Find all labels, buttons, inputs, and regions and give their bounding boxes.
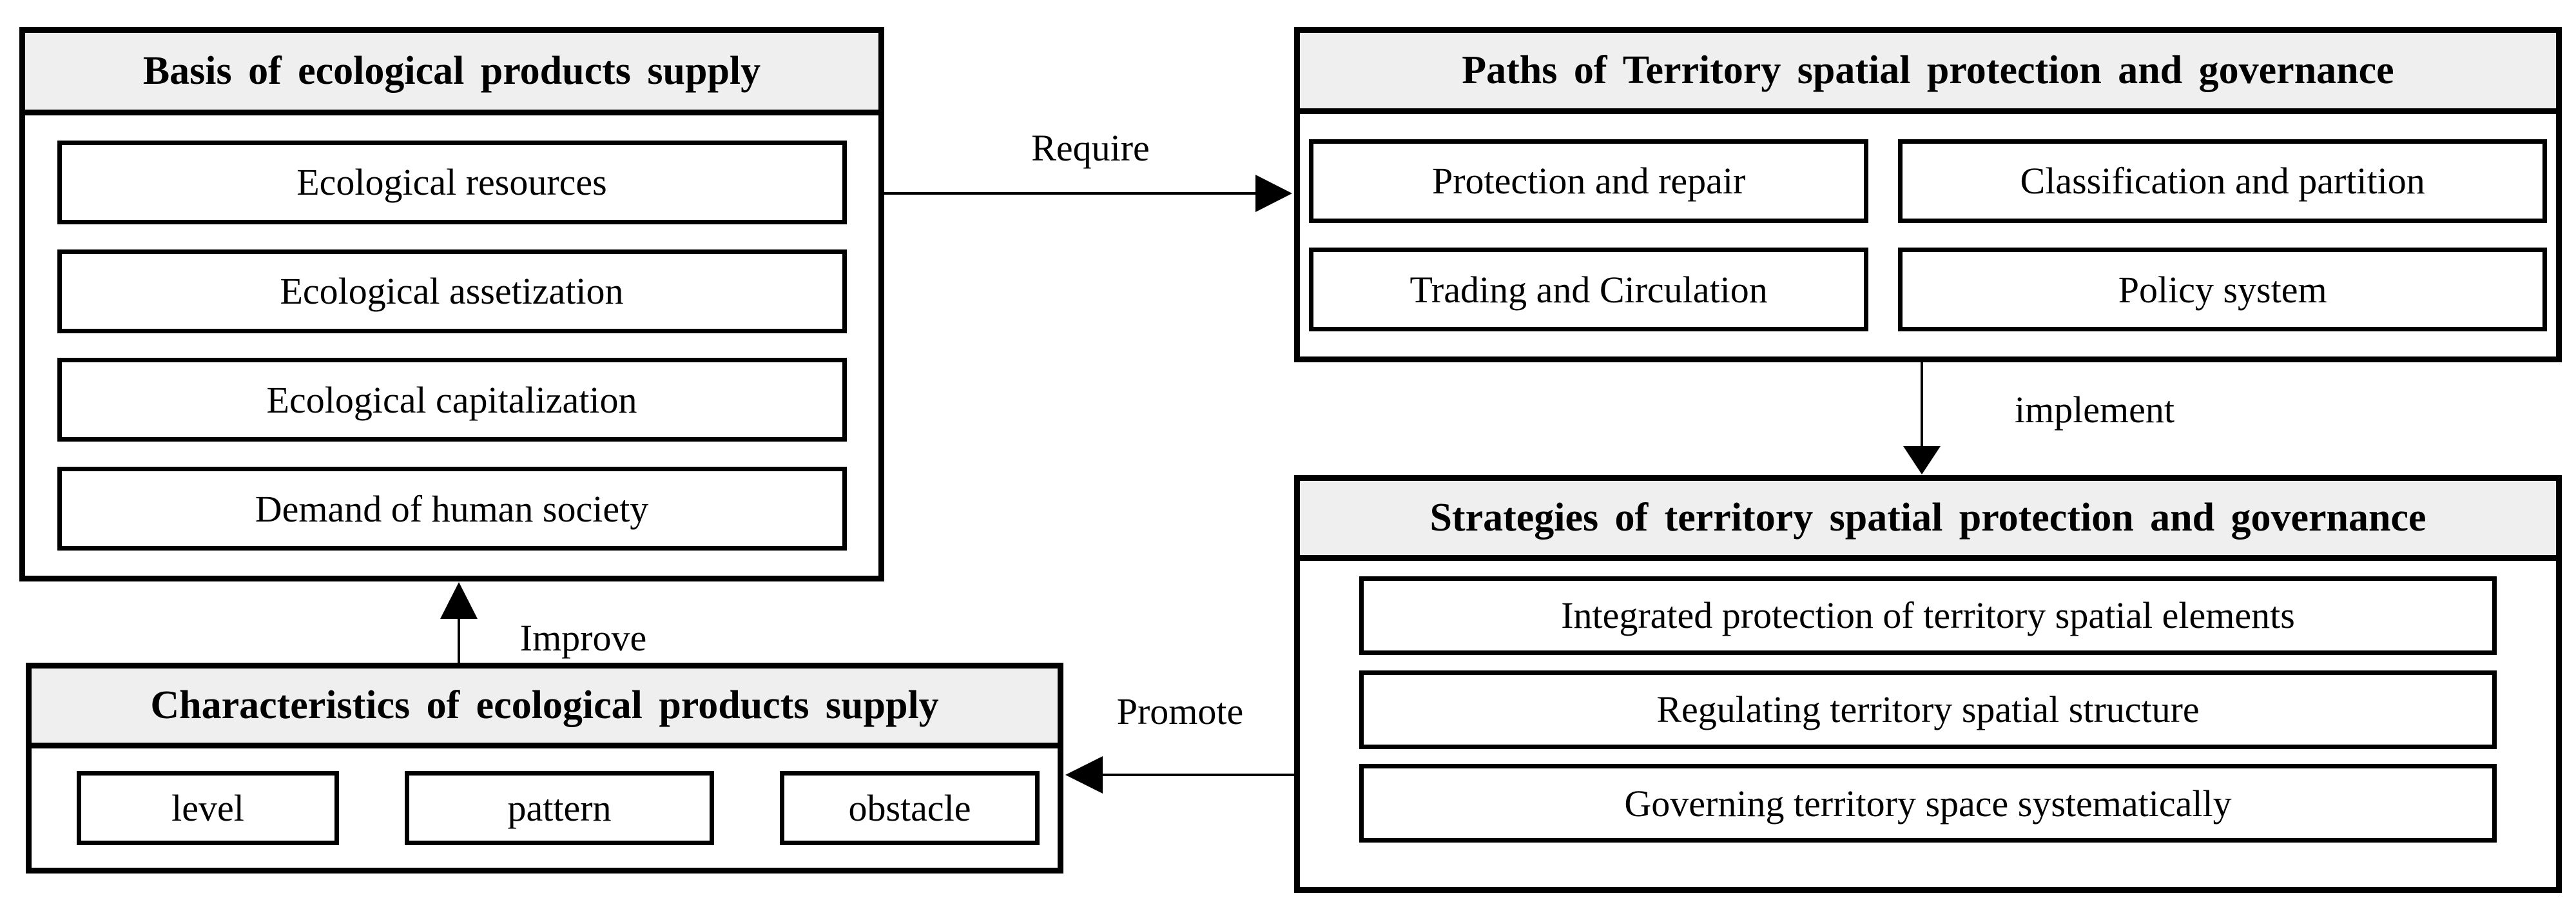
require-arrow-label: Require <box>1031 127 1150 169</box>
improve-arrow-label: Improve <box>519 617 647 659</box>
basis-item: Demand of human society <box>57 467 847 551</box>
characteristics-item: obstacle <box>780 771 1040 845</box>
strategies-box-body: Integrated protection of territory spati… <box>1300 561 2556 887</box>
strategies-box-title: Strategies of territory spatial protecti… <box>1429 496 2426 540</box>
paths-box-title: Paths of Territory spatial protection an… <box>1462 48 2394 92</box>
paths-box-header: Paths of Territory spatial protection an… <box>1300 33 2556 114</box>
paths-box-body: Protection and repair Classification and… <box>1300 114 2556 356</box>
basis-item: Ecological capitalization <box>57 358 847 442</box>
paths-item: Policy system <box>1898 248 2547 332</box>
characteristics-box-header: Characteristics of ecological products s… <box>32 669 1058 748</box>
implement-arrow-label: implement <box>2014 389 2175 431</box>
require-arrow <box>884 175 1292 212</box>
promote-arrowhead-icon <box>1065 756 1103 794</box>
characteristics-box: Characteristics of ecological products s… <box>26 663 1063 874</box>
improve-arrowhead-icon <box>440 582 478 619</box>
promote-arrow-label: Promote <box>1116 690 1244 732</box>
basis-box-header: Basis of ecological products supply <box>25 33 878 115</box>
characteristics-box-title: Characteristics of ecological products s… <box>150 683 939 727</box>
implement-arrowhead-icon <box>1903 446 1941 474</box>
basis-box-body: Ecological resources Ecological assetiza… <box>25 115 878 576</box>
require-arrowhead-icon <box>1255 175 1292 212</box>
basis-box: Basis of ecological products supply Ecol… <box>19 27 884 581</box>
paths-item: Trading and Circulation <box>1309 248 1869 332</box>
basis-item: Ecological assetization <box>57 249 847 333</box>
strategies-box: Strategies of territory spatial protecti… <box>1294 475 2562 893</box>
promote-arrow <box>1065 756 1294 794</box>
implement-arrow <box>1903 362 1941 474</box>
characteristics-box-body: level pattern obstacle <box>32 748 1058 868</box>
paths-item: Protection and repair <box>1309 139 1869 223</box>
strategies-item: Regulating territory spatial structure <box>1359 670 2497 749</box>
improve-arrow <box>440 582 478 663</box>
characteristics-item: level <box>77 771 339 845</box>
strategies-box-header: Strategies of territory spatial protecti… <box>1300 481 2556 561</box>
strategies-item: Governing territory space systematically <box>1359 764 2497 843</box>
paths-box: Paths of Territory spatial protection an… <box>1294 27 2562 362</box>
basis-item: Ecological resources <box>57 140 847 224</box>
strategies-item: Integrated protection of territory spati… <box>1359 576 2497 655</box>
characteristics-item: pattern <box>405 771 714 845</box>
paths-item: Classification and partition <box>1898 139 2547 223</box>
basis-box-title: Basis of ecological products supply <box>142 49 761 93</box>
